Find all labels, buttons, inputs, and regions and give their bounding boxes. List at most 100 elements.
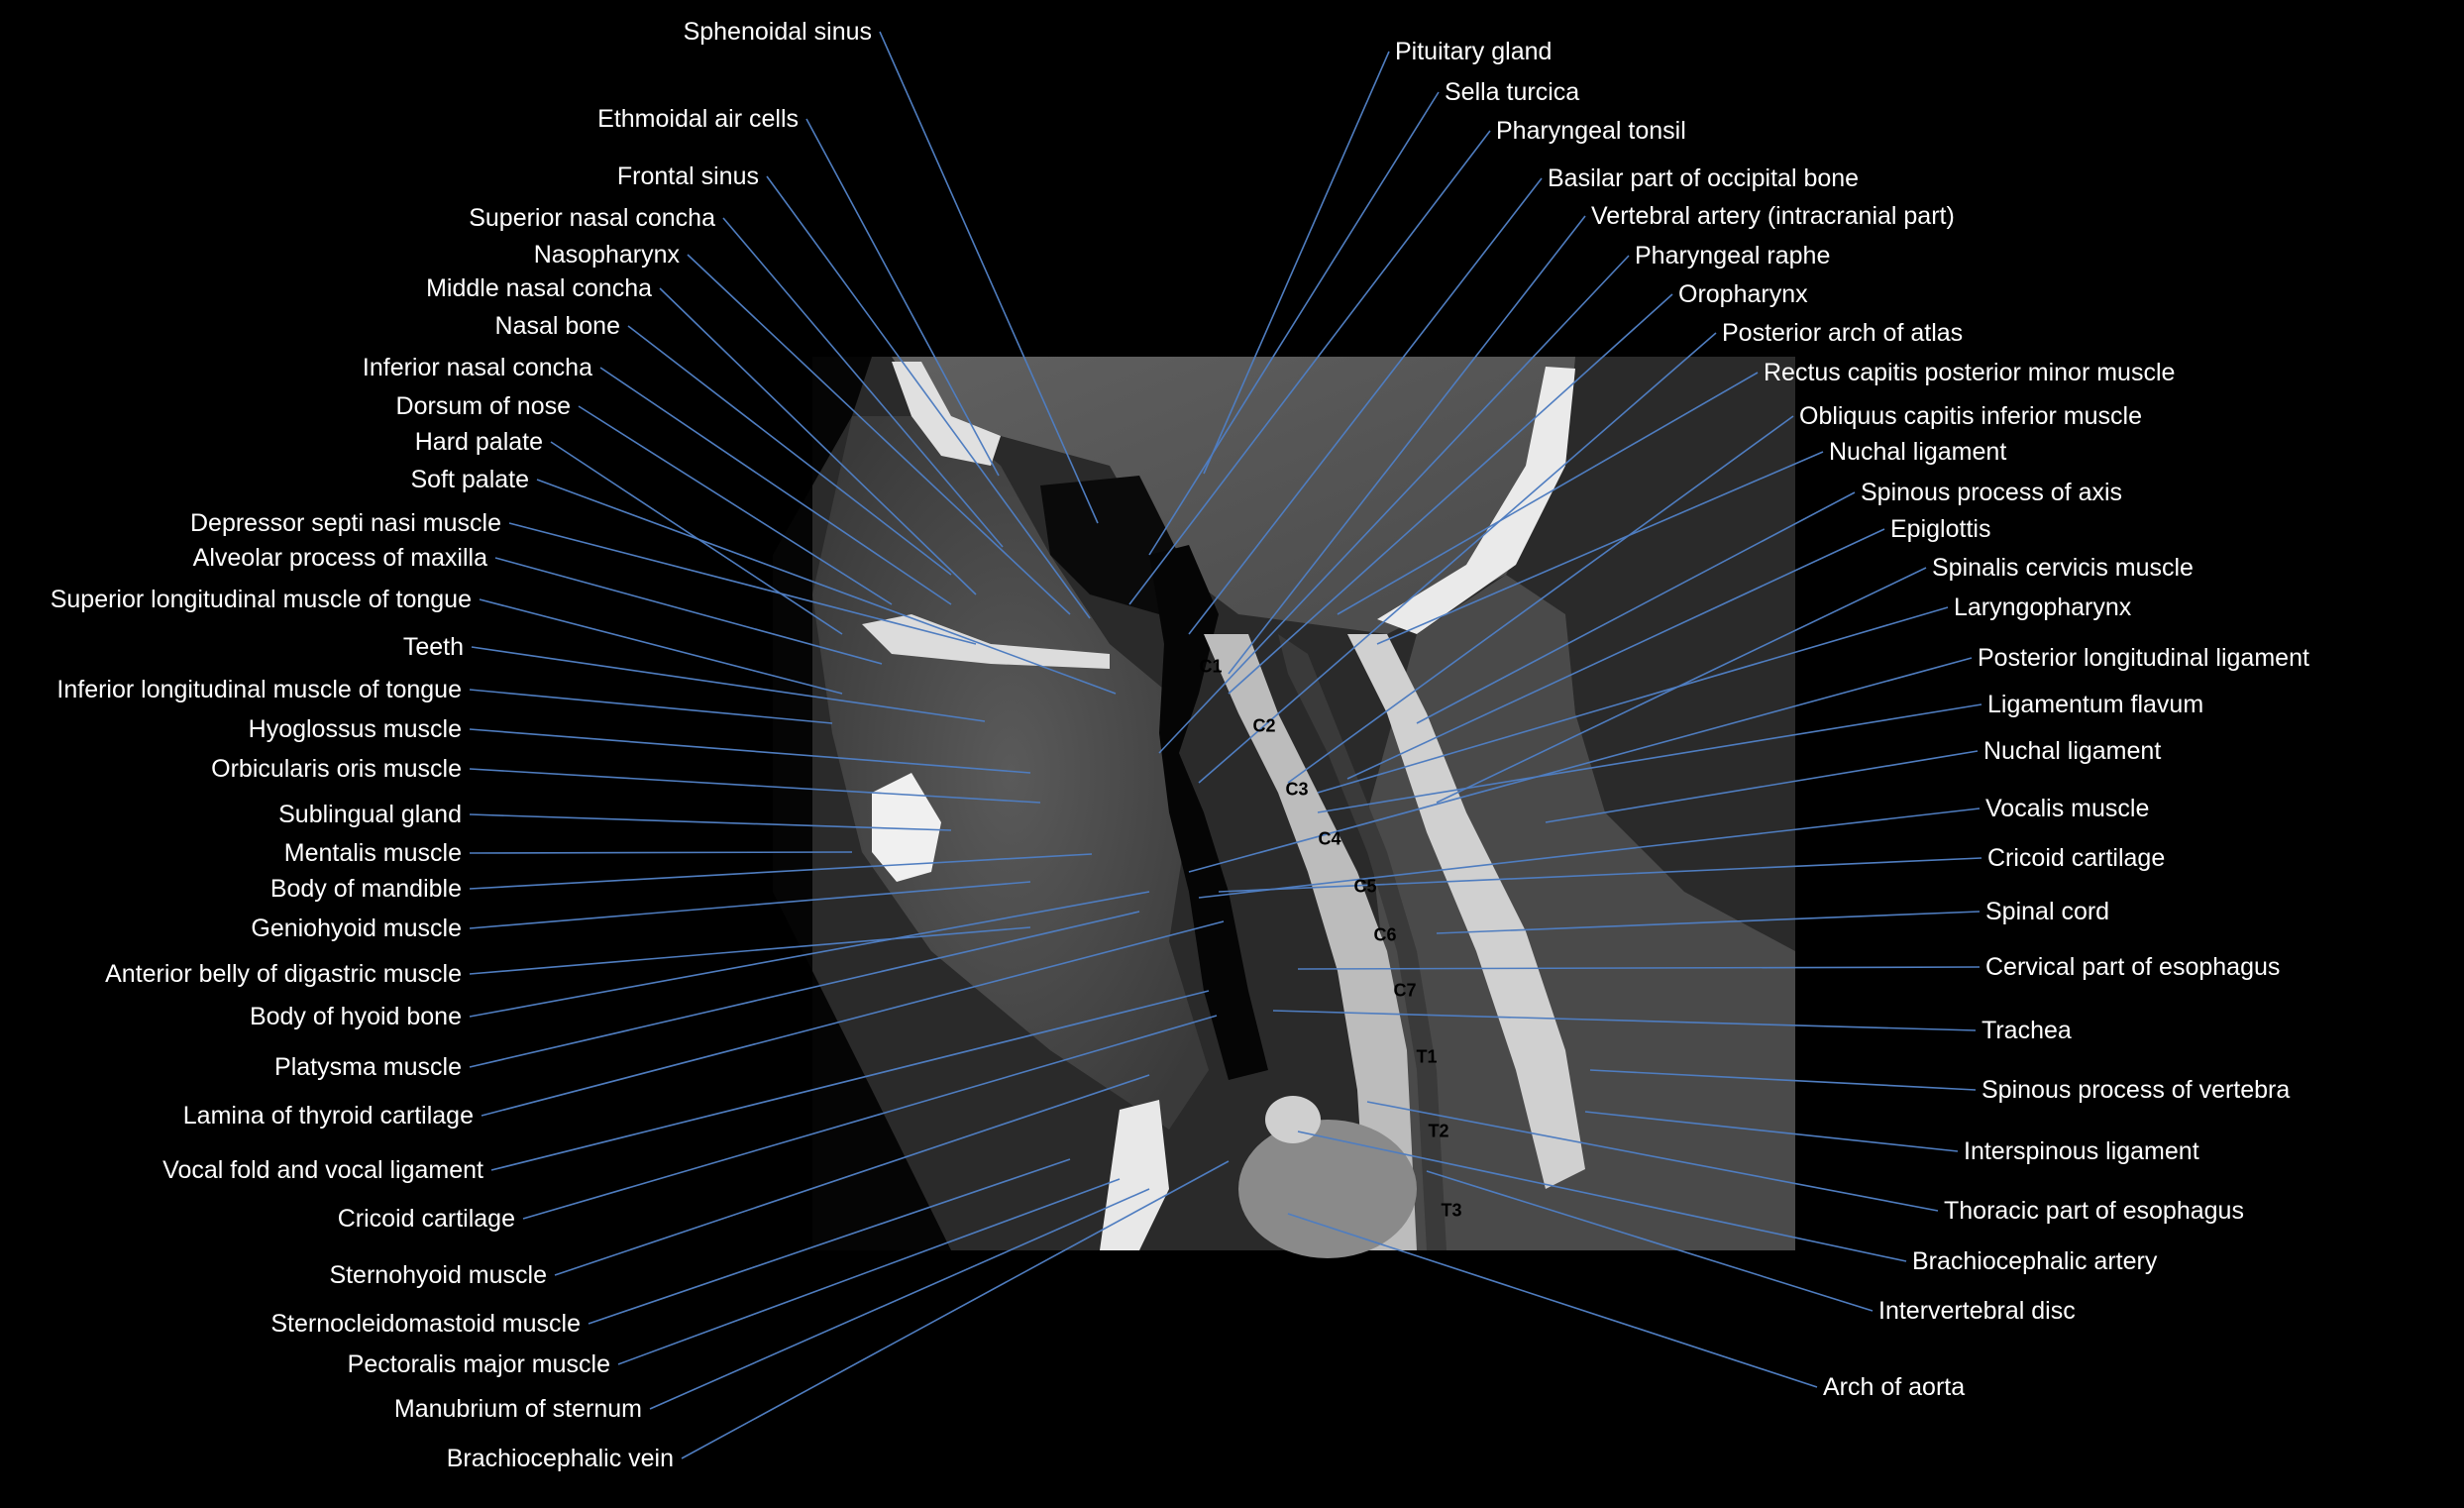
leader-line xyxy=(469,853,1093,890)
leader-line xyxy=(536,479,1117,695)
anatomy-label: Geniohyoid muscle xyxy=(251,915,462,942)
anatomy-label: Lamina of thyroid cartilage xyxy=(182,1102,474,1130)
leader-line xyxy=(1317,606,1949,794)
anatomy-label: Body of mandible xyxy=(269,875,462,903)
anatomy-label: Sella turcica xyxy=(1445,78,1580,106)
leader-line xyxy=(1198,332,1717,784)
anatomy-label: Sphenoidal sinus xyxy=(683,18,872,46)
leader-line xyxy=(1128,130,1491,605)
anatomy-label: Spinous process of axis xyxy=(1861,479,2123,506)
leader-line xyxy=(1287,415,1794,784)
leader-line xyxy=(1188,657,1973,873)
anatomy-label: Nasal bone xyxy=(494,312,620,340)
anatomy-label: Vocalis muscle xyxy=(1985,795,2150,822)
brain-region xyxy=(892,357,1575,634)
vertebra-label: C3 xyxy=(1285,779,1309,800)
anatomy-label: Soft palate xyxy=(410,466,529,493)
leader-line xyxy=(1589,1069,1977,1091)
anatomy-label: Cricoid cartilage xyxy=(1987,844,2166,872)
anatomy-label: Inferior nasal concha xyxy=(362,354,592,381)
leader-line xyxy=(1584,1111,1959,1152)
anatomy-label: Frontal sinus xyxy=(616,162,759,190)
vertebra-label: T1 xyxy=(1416,1046,1438,1067)
leader-line xyxy=(659,287,977,595)
manubrium-bone xyxy=(1100,1100,1169,1250)
anatomy-label: Superior longitudinal muscle of tongue xyxy=(50,586,472,613)
anatomy-label: Orbicularis oris muscle xyxy=(211,755,462,783)
anatomy-label: Superior nasal concha xyxy=(469,204,715,232)
leader-line xyxy=(1148,91,1440,556)
anatomy-label: Ligamentum flavum xyxy=(1987,691,2204,718)
leader-line xyxy=(1287,1213,1818,1388)
leader-line xyxy=(722,217,1004,548)
anatomy-label: Inferior longitudinal muscle of tongue xyxy=(56,676,462,703)
anatomy-label: Pectoralis major muscle xyxy=(347,1350,610,1378)
anatomy-label: Obliquus capitis inferior muscle xyxy=(1799,402,2142,430)
anatomy-label: Hard palate xyxy=(414,428,543,456)
leader-line xyxy=(588,1158,1071,1325)
anatomy-label: Body of hyoid bone xyxy=(249,1003,462,1030)
pharyngeal-airway xyxy=(1149,545,1268,1080)
leader-line xyxy=(1426,1170,1874,1312)
spinal-canal xyxy=(1278,634,1446,1250)
vertebra-label: C7 xyxy=(1393,980,1417,1001)
leader-line xyxy=(471,646,986,722)
anatomy-label: Vertebral artery (intracranial part) xyxy=(1591,202,1955,230)
vertebra-label: C1 xyxy=(1199,656,1223,677)
leader-line xyxy=(1297,1131,1907,1262)
leader-line xyxy=(479,598,843,695)
leader-line xyxy=(1272,1010,1977,1031)
leader-line xyxy=(469,768,1041,804)
leader-line xyxy=(627,325,952,576)
leader-line xyxy=(469,926,1031,975)
anatomy-label: Posterior longitudinal ligament xyxy=(1978,644,2309,672)
anatomy-label: Laryngopharynx xyxy=(1954,593,2132,621)
anatomy-label: Middle nasal concha xyxy=(426,274,652,302)
leader-line xyxy=(508,522,977,645)
anatomy-label: Spinalis cervicis muscle xyxy=(1932,554,2194,582)
leader-line xyxy=(1376,451,1824,645)
anatomy-label: Teeth xyxy=(402,633,464,661)
leader-lines xyxy=(469,31,1982,1459)
leader-line xyxy=(469,689,833,724)
leader-line xyxy=(469,851,853,854)
anatomy-label: Rectus capitis posterior minor muscle xyxy=(1764,359,2176,386)
mandible-bone xyxy=(872,773,941,882)
leader-line xyxy=(1436,911,1981,934)
anatomy-label: Alveolar process of maxilla xyxy=(192,544,487,572)
anatomy-label: Nuchal ligament xyxy=(1983,737,2162,765)
posterior-elements xyxy=(1347,634,1585,1189)
anatomy-label: Intervertebral disc xyxy=(1878,1297,2076,1325)
vertebra-label: C6 xyxy=(1373,924,1397,945)
nasal-cavity-air xyxy=(1040,476,1179,614)
leader-line xyxy=(1416,491,1856,724)
leader-line xyxy=(617,1178,1121,1365)
leader-line xyxy=(1297,966,1981,970)
anatomy-label: Cervical part of esophagus xyxy=(1985,953,2281,981)
anatomy-label: Spinal cord xyxy=(1985,898,2110,925)
anatomy-label: Depressor septi nasi muscle xyxy=(189,509,501,537)
anatomy-label: Sternohyoid muscle xyxy=(329,1261,547,1289)
leader-line xyxy=(490,990,1210,1171)
leader-line xyxy=(522,1015,1218,1220)
leader-line xyxy=(481,920,1225,1117)
leader-line xyxy=(578,405,893,605)
anatomy-label: Pituitary gland xyxy=(1395,38,1553,65)
vertebra-label: C4 xyxy=(1318,828,1341,849)
sphenoid-bone xyxy=(892,362,1001,466)
anatomy-label: Platysma muscle xyxy=(274,1053,462,1081)
vertebra-label: C2 xyxy=(1252,715,1276,736)
leader-line xyxy=(469,911,1140,1068)
leader-line xyxy=(879,31,1099,524)
anatomy-label: Pharyngeal raphe xyxy=(1635,242,1831,269)
leader-line xyxy=(469,881,1031,929)
leader-line xyxy=(494,557,883,665)
anatomy-label: Manubrium of sternum xyxy=(393,1395,642,1423)
leader-line xyxy=(805,118,1000,477)
vertebral-column xyxy=(1204,634,1417,1250)
leader-line xyxy=(469,813,952,831)
anatomy-label: Vocal fold and vocal ligament xyxy=(162,1156,483,1184)
leader-line xyxy=(1337,372,1759,615)
leader-line xyxy=(599,367,952,605)
